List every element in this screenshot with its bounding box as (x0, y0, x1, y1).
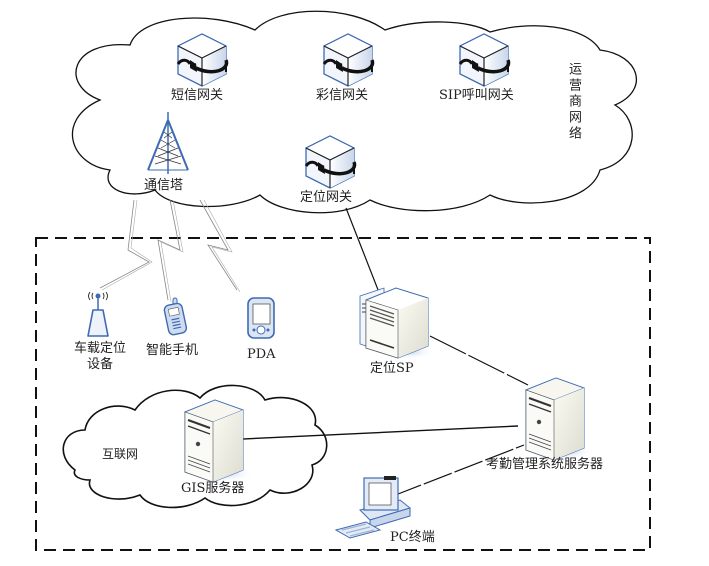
attendance-server-icon (525, 377, 597, 461)
cell-tower-icon (147, 112, 189, 174)
location-sp-icon (359, 287, 436, 359)
gis-server-label: GIS服务器 (181, 481, 245, 496)
cell-tower-label: 通信塔 (144, 178, 184, 193)
wireless-link-vehicle-locator (99, 199, 150, 289)
wireless-link-smartphone-b (160, 199, 184, 303)
carrier-network-label: 运营商网络 (566, 62, 581, 146)
smartphone-icon (163, 297, 188, 336)
carrier-network-text: 运营商网络 (566, 62, 581, 142)
link-location-sp-to-attendance-server (429, 335, 529, 386)
attendance-server-label: 考勤管理系统服务器 (486, 457, 604, 472)
link-gis-server-to-attendance-server (221, 425, 519, 441)
wireless-link-pda (199, 199, 238, 291)
location-gateway-label: 定位网关 (300, 190, 353, 205)
vehicle-locator-icon (87, 291, 109, 337)
pc-terminal-icon (334, 476, 412, 539)
enterprise-boundary (35, 237, 651, 551)
link-pc-to-attendance-server (392, 444, 525, 497)
wireless-link-smartphone (157, 199, 181, 301)
smartphone-label: 智能手机 (146, 343, 199, 358)
internet-label: 互联网 (102, 447, 139, 461)
sip-gateway-label: SIP呼叫网关 (439, 88, 514, 103)
wireless-link-vehicle-locator-b (101, 199, 153, 291)
pda-label: PDA (247, 347, 276, 362)
link-location-gateway-to-location-sp (345, 207, 383, 301)
location-sp-label: 定位SP (370, 361, 414, 376)
wireless-link-pda-b (203, 199, 241, 293)
mms-gateway-label: 彩信网关 (316, 88, 369, 103)
pda-icon (247, 297, 275, 339)
sms-gateway-label: 短信网关 (171, 88, 224, 103)
pc-terminal-label: PC终端 (390, 530, 435, 545)
vehicle-locator-label: 车载定位设备 (74, 341, 127, 372)
